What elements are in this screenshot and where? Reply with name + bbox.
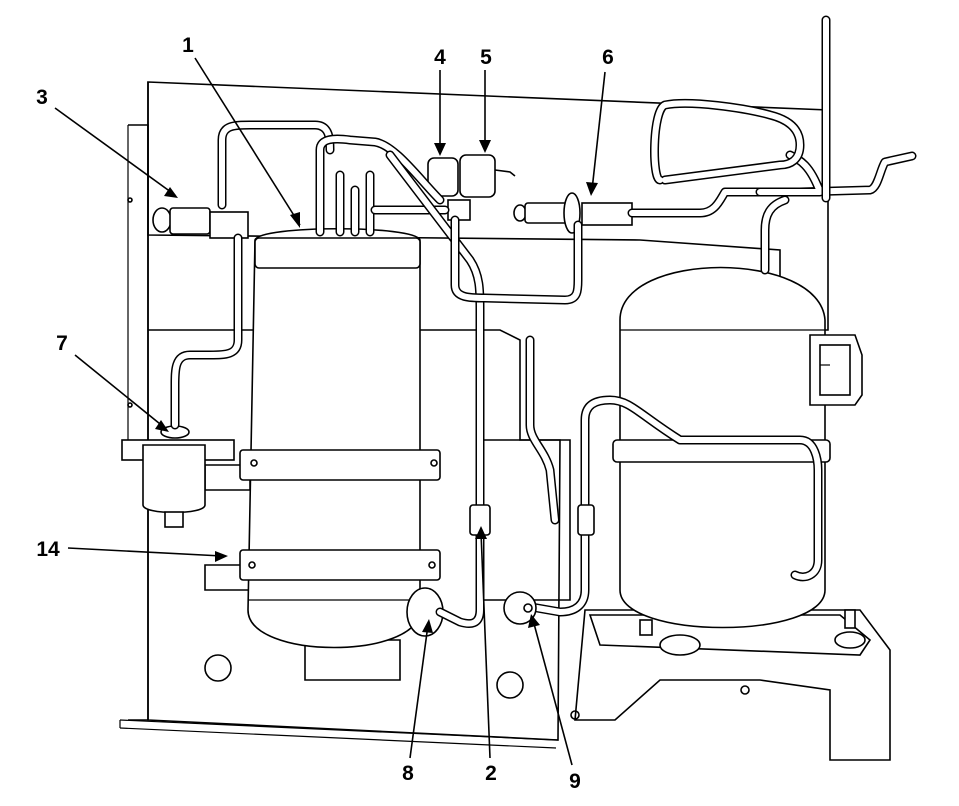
arrowhead-4: [434, 143, 446, 156]
callout-8: 8: [402, 762, 414, 785]
arrowhead-14: [215, 551, 228, 562]
arrowhead-2: [475, 526, 487, 539]
arrowhead-6: [586, 182, 598, 196]
leader-7: [74, 354, 166, 429]
leader-1: [194, 57, 301, 226]
compressor-base: [570, 609, 891, 761]
callout-3: 3: [36, 86, 48, 109]
callout-labels: 1 3 4 5 6 7 14 8 2 9: [36, 34, 614, 793]
compressor: [612, 266, 863, 629]
arrowhead-8: [422, 619, 433, 633]
receiver-tank: [239, 227, 444, 649]
arrowhead-3: [164, 187, 178, 198]
callout-4: 4: [434, 46, 446, 69]
leader-2: [480, 531, 491, 759]
arrowhead-7: [155, 420, 169, 432]
callout-14: 14: [36, 538, 60, 561]
callout-2: 2: [485, 762, 497, 785]
leader-14: [67, 547, 223, 557]
service-valve-3: [152, 207, 249, 239]
leader-9: [532, 619, 573, 766]
leader-8: [409, 624, 429, 759]
callout-9: 9: [569, 770, 581, 793]
arrowhead-1: [290, 212, 300, 228]
callout-1: 1: [182, 34, 194, 57]
valve-6: [513, 192, 633, 234]
leader-lines: [54, 57, 606, 766]
solenoid-valves: [427, 154, 516, 221]
callout-6: 6: [602, 46, 614, 69]
callout-7: 7: [56, 332, 68, 355]
arrowhead-5: [479, 140, 491, 153]
callout-5: 5: [480, 46, 492, 69]
refrigerant-piping: [170, 15, 917, 628]
filter-drier: [121, 425, 235, 528]
leader-3: [54, 107, 176, 196]
leader-6: [591, 71, 606, 191]
arrowhead-9: [528, 614, 540, 628]
